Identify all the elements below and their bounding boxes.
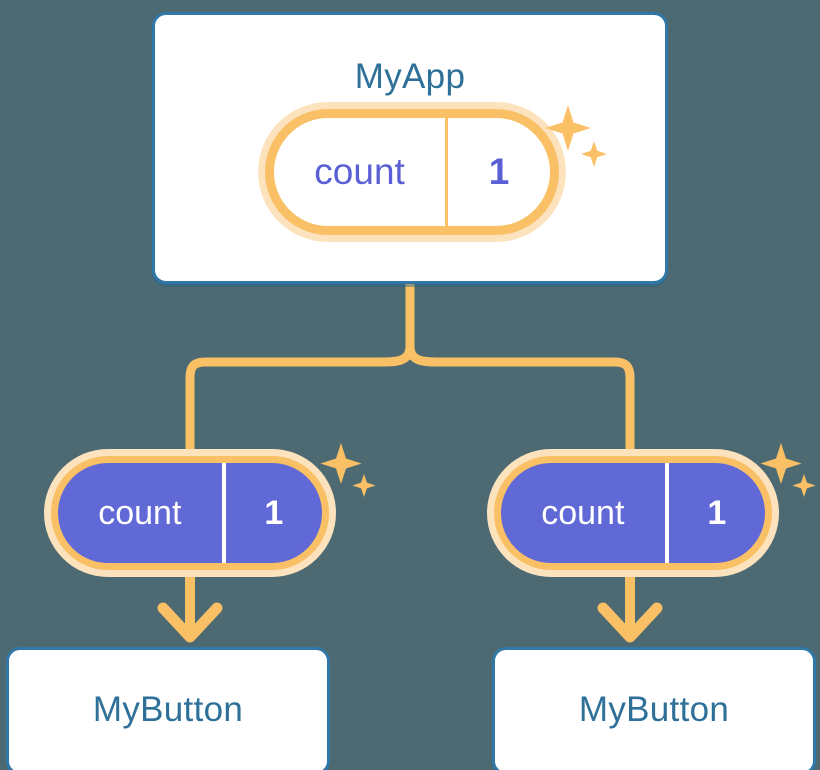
state-pill-branch-left[interactable]: count 1 — [44, 449, 336, 577]
state-pill-root[interactable]: count 1 — [258, 102, 566, 242]
state-key-label: count — [314, 151, 405, 192]
state-value-label: 1 — [445, 118, 550, 226]
component-card-mybutton-left[interactable]: MyButton — [6, 647, 330, 770]
state-pill-branch-right[interactable]: count 1 — [487, 449, 779, 577]
state-key-label: count — [98, 493, 182, 532]
wire-branch-left — [185, 279, 415, 457]
component-title: MyButton — [92, 690, 244, 729]
state-pill-root-inner: count 1 — [265, 109, 559, 235]
state-value-label: 1 — [221, 463, 322, 563]
state-value-label: 1 — [664, 463, 765, 563]
state-pill-branch-right-inner: count 1 — [494, 456, 772, 570]
page-title: MyApp — [354, 57, 466, 96]
state-key-label: count — [541, 493, 625, 532]
arrow-head-right — [597, 602, 663, 643]
state-pill-branch-left-inner: count 1 — [51, 456, 329, 570]
wire-branch-right — [405, 279, 635, 457]
arrow-head-left — [157, 602, 223, 643]
component-card-mybutton-right[interactable]: MyButton — [492, 647, 816, 770]
component-title: MyButton — [578, 690, 730, 729]
